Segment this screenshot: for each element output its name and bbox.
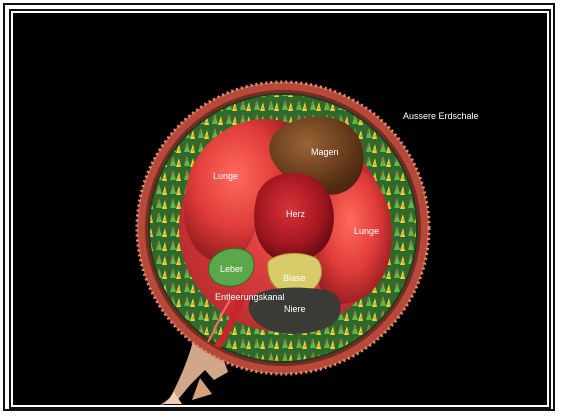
label-stomach: Magen (311, 147, 339, 157)
label-kidney: Niere (284, 304, 306, 314)
label-lung-right: Lunge (354, 226, 379, 236)
label-liver: Leber (220, 264, 243, 274)
label-bladder: Blase (283, 273, 306, 283)
label-outer-shell: Aussere Erdschale (403, 111, 479, 121)
label-heart: Herz (286, 209, 306, 219)
label-excretory-canal: Entleerungskanal (215, 292, 285, 302)
label-lung-left: Lunge (213, 171, 238, 181)
